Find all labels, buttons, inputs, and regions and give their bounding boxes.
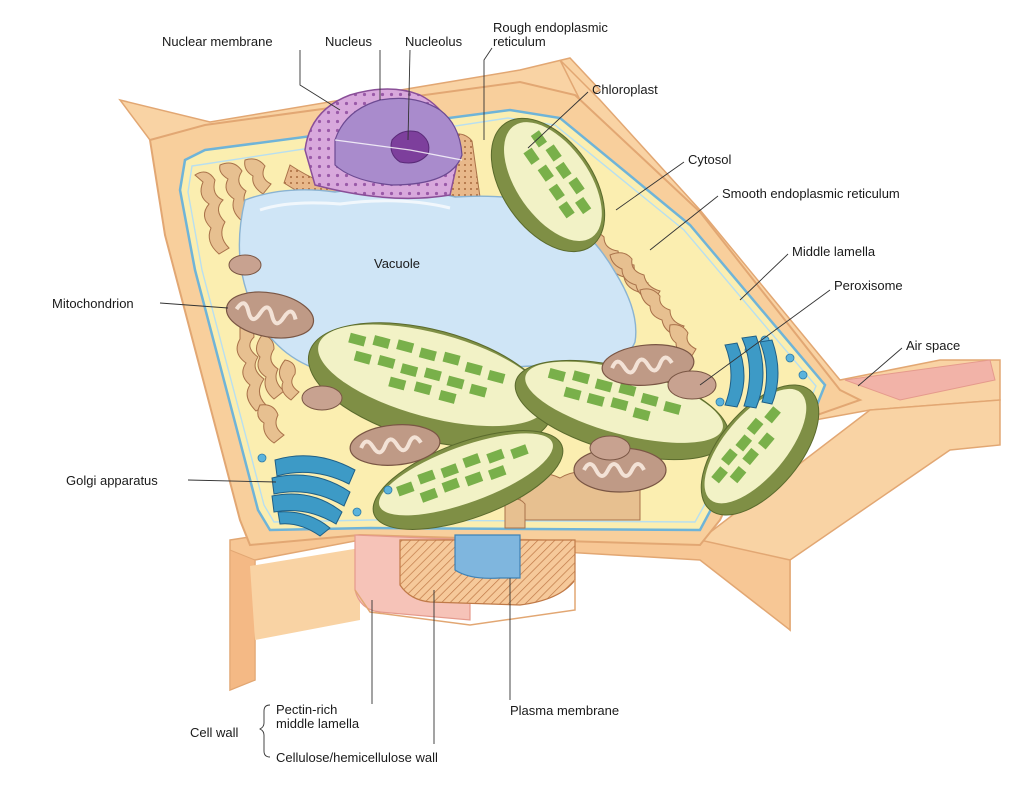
label-air-space: Air space [906,338,960,353]
label-smooth-er: Smooth endoplasmic reticulum [722,186,900,201]
leader-lines [159,47,903,758]
label-cytosol: Cytosol [688,152,731,167]
label-chloroplast: Chloroplast [592,82,658,97]
wall-cutaway [354,534,576,626]
vesicles [228,254,717,461]
label-cell-wall: Cell wall [190,725,239,740]
mitochondria [225,291,695,493]
label-pectin-line2: middle lamella [276,716,360,731]
text-labels: Nuclear membrane Nucleus Nucleolus Rough… [52,20,960,765]
label-peroxisome: Peroxisome [834,278,903,293]
golgi-apparatuses [271,335,779,537]
label-rough-er-line1: Rough endoplasmic [493,20,608,35]
nucleus-group [304,88,463,200]
small-blue-vesicles [257,335,808,517]
label-mitochondrion: Mitochondrion [52,296,134,311]
label-golgi-apparatus: Golgi apparatus [66,473,158,488]
label-nucleolus: Nucleolus [405,34,463,49]
label-vacuole: Vacuole [374,256,420,271]
label-nuclear-membrane: Nuclear membrane [162,34,273,49]
label-cellulose-wall: Cellulose/hemicellulose wall [276,750,438,765]
label-middle-lamella: Middle lamella [792,244,876,259]
chloroplasts [307,117,820,530]
label-nucleus: Nucleus [325,34,372,49]
label-rough-er-line2: reticulum [493,34,546,49]
label-pectin-line1: Pectin-rich [276,702,337,717]
label-plasma-membrane: Plasma membrane [510,703,619,718]
